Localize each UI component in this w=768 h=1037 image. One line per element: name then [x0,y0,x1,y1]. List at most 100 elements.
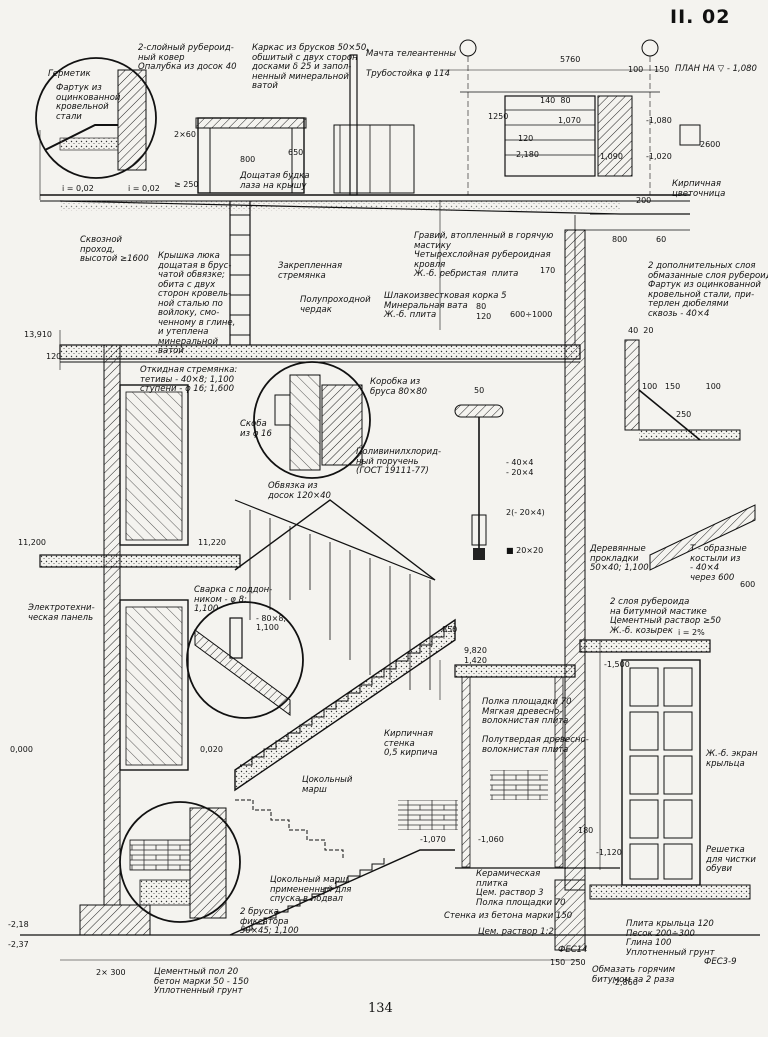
dim-150-250: 150 250 [550,958,586,967]
dim-1090: 1,090 [600,152,623,161]
dim-1080a: -1,080 [646,116,672,125]
label-slag: Шлакоизвестковая корка 5 Минеральная ват… [384,291,507,320]
label-concrete-screen: Ж.-б. экран крыльца [706,749,758,769]
label-cement-floor: Цементный пол 20 бетон марки 50 - 150 Уп… [154,967,249,996]
handrail-section [454,404,504,560]
roof-ladder [229,201,251,345]
attic-floor-slab [59,344,581,363]
label-ceramic: Керамическая плитка Цем. раствор 3 Полка… [476,869,566,908]
label-landing: Полка площадки 70 Мягкая древесно- волок… [482,697,589,755]
label-t-brackets: Т - образные костыли из - 40×4 через 600 [690,544,747,583]
detail-circle-hatch-frame [253,361,371,479]
level-11200: 11,200 [18,538,46,547]
level-11220: 11,220 [198,538,226,547]
detail-circle-foundation [119,801,241,923]
dim-80x8: - 80×8; 1,100 [256,614,287,632]
label-handrail: Поливинилхлорид- ный поручень (ГОСТ 1911… [356,447,442,476]
dim-170: 170 [540,266,556,275]
detail-circle-stair-weld [186,601,304,719]
dim-600-1000: 600÷1000 [510,310,553,319]
label-pipe-stand: Трубостойка φ 114 [366,69,450,79]
dim-200: 200 [636,196,652,205]
level-2860: -2,860 [612,978,638,987]
dim-150: 150 [654,65,670,74]
dim-40x4: - 40×4 [506,458,534,467]
upper-door [119,384,189,546]
plinth-flight [229,799,455,936]
level-1060: -1,060 [478,835,504,844]
label-hatch-cover: Крышка люка дощатая в брус- чатой обвязк… [158,251,236,356]
label-hermetic: Герметик [48,69,91,79]
dim-80: 80 [476,302,487,311]
label-folding-ladder: Откидная стремянка: тетивы - 40×8; 1,100… [140,365,238,394]
main-walls [103,215,586,906]
label-concrete-wall: Стенка из бетона марки 150 [444,911,573,921]
level-1120: -1,120 [596,848,622,857]
label-box: Коробка из бруса 80×80 [370,377,428,397]
ground-line [20,867,760,961]
label-plinth-flight: Цокольный марш [302,775,353,795]
level-13910: 13,910 [24,330,52,339]
dim-140-80: 140 80 [540,96,571,105]
label-trim: Обвязка из досок 120×40 [268,481,331,501]
dim-2180: 2,180 [516,150,539,159]
label-attic: Полупроходной чердак [300,295,371,315]
sheet-code: II. 02 [670,6,731,28]
label-grate: Решетка для чистки обуви [706,845,756,874]
level-0020: 0,020 [200,745,223,754]
dim-800: 800 [240,155,256,164]
dim-2x60: 2×60 [174,130,196,139]
dimension-lines [39,130,601,870]
dim-180: 180 [578,826,594,835]
dim-120a: 120 [518,134,534,143]
brick-wall-symbol [398,770,548,830]
label-two-bars: 2 бруска - фиксатора 50×45; 1,100 [240,907,299,936]
dim-250: ≥ 250 [174,180,199,189]
dim-2600: 2600 [700,140,721,149]
level-9820: 9,820 [464,646,487,655]
dim-5760: 5760 [560,55,581,64]
dim-120b: 120 [476,312,492,321]
label-mast: Мачта телеантенны [366,49,457,59]
tv-mast [333,54,415,196]
level-0000: 0,000 [10,745,33,754]
label-frame: Каркас из брусков 50×50, обшитый с двух … [252,43,369,91]
dim-120c: 120 [46,352,62,361]
slope-roof-left: i = 0,02 [62,184,94,193]
label-brick-wall: Кирпичная стенка 0,5 кирпича [384,729,438,758]
gutter-detail [649,504,756,571]
label-two-layers: 2 дополнительных слоя обмазанные слоя ру… [648,261,768,319]
dim-650: 650 [288,148,304,157]
parapet-detail [624,339,741,441]
label-passage: Сквозной проход, высотой ≥1600 [80,235,149,264]
dim-2-20x4: 2(- 20×4) [506,508,545,517]
label-two-ruberoid: 2 слоя рубероида на битумной мастике Цем… [610,597,721,636]
label-booth: Дощатая будка лаза на крышу [240,171,310,191]
plan-drawing [440,39,701,195]
slope-roof-right: i = 0,02 [128,184,160,193]
detail-circle-roof-edge [35,57,157,179]
level-1500: -1,500 [604,660,630,669]
label-fe: ФЕС14 [558,945,588,955]
slope-canopy: i = 2% [678,628,705,637]
label-cement-mortar: Цем. раствор 1:2 [478,927,554,937]
dim-40-20: 40 20 [628,326,654,335]
label-flower-box: Кирпичная цветочница [672,179,726,199]
label-welding: Сварка с поддон- ником - φ 8; 1,100 [194,585,273,614]
dim-60: 60 [656,235,667,244]
dim-1250: 1250 [488,112,509,121]
level-1070: -1,070 [420,835,446,844]
dim-1020: -1,020 [646,152,672,161]
label-bracket: Скоба из φ 16 [240,419,272,439]
label-plinth-flight-down: Цокольный марш, примененный для спуска в… [270,875,352,904]
label-porch-slab: Плита крыльца 120 Песок 200÷300 Глина 10… [626,919,715,958]
label-plan: ПЛАН НА ▽ - 1,080 [675,64,757,74]
dim-2x300: 2× 300 [96,968,126,977]
label-wood-pads: Деревянные прокладки 50×40; 1,100 [590,544,649,573]
dim-800b: 800 [612,235,628,244]
dim-20x20: ■ 20×20 [506,546,544,555]
floor-11200 [39,554,241,568]
label-roof-felt: 2-слойный рубероид- ный ковер Опалубка и… [138,43,237,72]
dim-600: 600 [740,580,756,589]
dim-20x4: - 20×4 [506,468,534,477]
